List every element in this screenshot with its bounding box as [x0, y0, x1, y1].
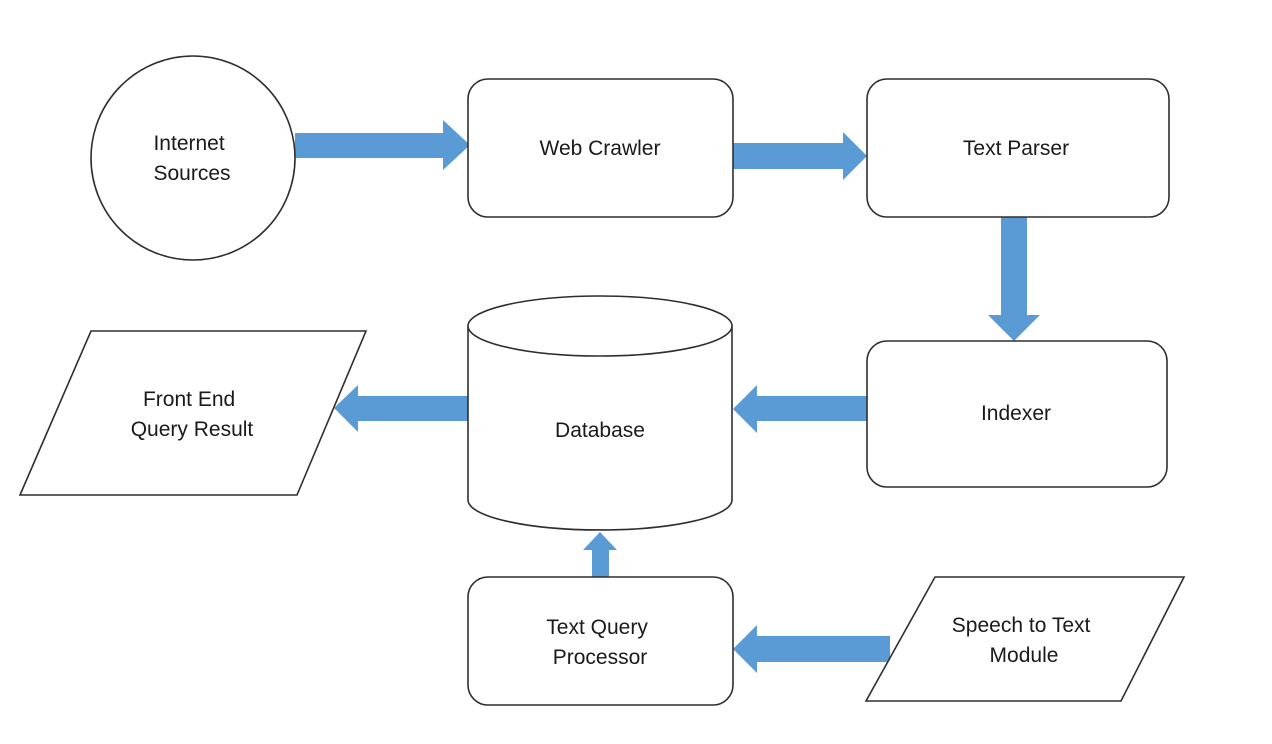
arrow-text-query-processor-to-database	[583, 532, 617, 577]
arrow-indexer-to-database	[733, 385, 867, 433]
text-parser-box	[866, 78, 1170, 218]
arrow-database-to-front-end	[334, 385, 468, 432]
text-query-processor-box	[467, 576, 734, 706]
internet-sources-label-line-2: Sources	[153, 162, 230, 185]
internet-sources-circle	[90, 55, 296, 261]
front-end-label-line-1: Front End	[143, 388, 235, 411]
speech-to-text-parallelogram	[864, 576, 1186, 702]
database-cylinder	[467, 295, 733, 531]
arrow-internet-sources-to-web-crawler	[295, 120, 470, 170]
indexer-label: Indexer	[981, 402, 1051, 425]
front-end-parallelogram	[18, 330, 368, 496]
indexer-box	[866, 340, 1168, 488]
speech-to-text-label-line-2: Module	[990, 644, 1059, 667]
text-query-processor-label: Text Query Processor	[546, 616, 653, 669]
text-query-processor-label-line-2: Processor	[553, 646, 648, 669]
web-crawler-box	[467, 78, 734, 218]
arrow-text-parser-to-indexer	[988, 217, 1040, 341]
internet-sources-label: Internet Sources	[153, 132, 230, 185]
arrow-web-crawler-to-text-parser	[733, 132, 867, 180]
web-crawler-label: Web Crawler	[540, 137, 661, 160]
internet-sources-label-line-1: Internet	[153, 132, 224, 155]
speech-to-text-label-line-1: Speech to Text	[952, 614, 1091, 637]
text-parser-label: Text Parser	[963, 137, 1069, 160]
front-end-label: Front End Query Result	[131, 388, 254, 441]
arrow-speech-to-text-to-text-query-processor	[733, 625, 890, 673]
database-label: Database	[555, 419, 645, 442]
front-end-label-line-2: Query Result	[131, 418, 254, 441]
text-query-processor-label-line-1: Text Query	[546, 616, 648, 639]
speech-to-text-label: Speech to Text Module	[952, 614, 1096, 667]
